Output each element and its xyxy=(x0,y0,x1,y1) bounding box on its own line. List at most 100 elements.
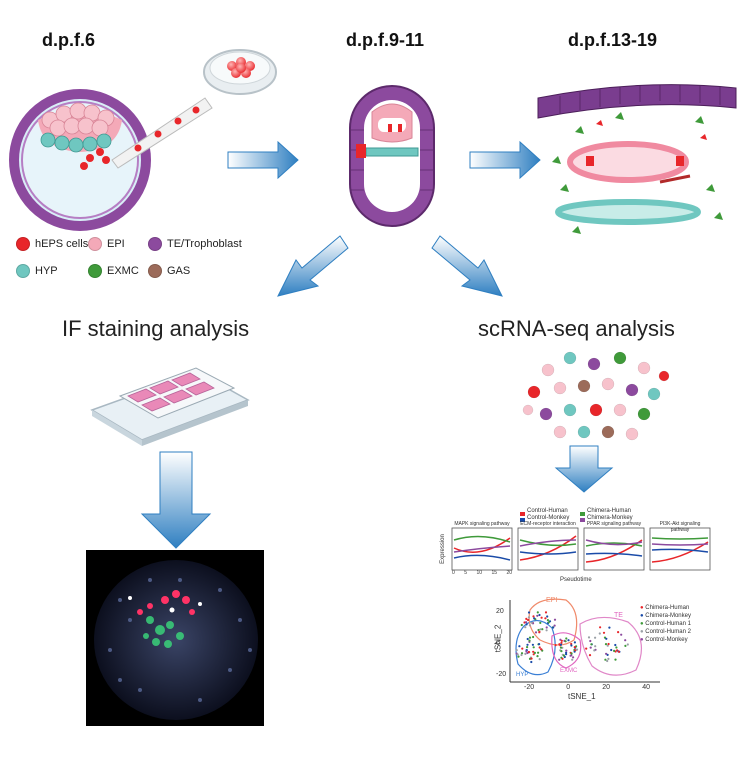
tsne-point xyxy=(530,657,533,660)
legend-label: EPI xyxy=(107,238,125,250)
tsne-legend-label: Chimera-Human xyxy=(645,605,690,611)
arrow-down-if xyxy=(140,451,212,549)
tsne-point xyxy=(602,631,606,634)
tsne-legend-item: ● Control-Monkey xyxy=(640,636,691,644)
tsne-point xyxy=(594,645,597,648)
tsne-point xyxy=(532,650,535,653)
tsne-point xyxy=(539,621,542,625)
tsne-legend-item: ● Control-Human 1 xyxy=(640,620,691,628)
tsne-legend-label: Chimera-Monkey xyxy=(645,613,691,619)
tsne-point xyxy=(538,613,541,617)
tsne-point xyxy=(545,626,548,629)
tsne-point xyxy=(538,658,541,661)
tsne-point xyxy=(569,654,572,657)
tsne-point xyxy=(528,636,532,639)
tsne-point xyxy=(565,653,568,656)
pathway-panel-1 xyxy=(451,527,513,571)
chamber-slide-illustration xyxy=(90,367,250,446)
tsne-point xyxy=(560,641,563,645)
tick-label: 10 xyxy=(476,570,482,576)
tsne-point xyxy=(515,649,518,652)
pathway-legend-item: Chimera-Monkey xyxy=(587,515,633,521)
pathway-plots xyxy=(451,512,711,571)
tsne-point xyxy=(608,626,611,629)
legend-label: TE/Trophoblast xyxy=(167,238,242,250)
tsne-point xyxy=(527,616,531,619)
tick-label: 0 xyxy=(496,639,500,647)
tsne-point xyxy=(599,626,602,629)
control-human-1-dot-icon: ● xyxy=(640,621,644,627)
tsne-point xyxy=(525,617,528,621)
heps-swatch-icon xyxy=(16,237,30,251)
tsne-legend-label: Control-Monkey xyxy=(645,637,688,643)
legend-label: EXMC xyxy=(107,265,139,277)
legend-label: HYP xyxy=(35,265,58,277)
tsne-point xyxy=(536,611,539,614)
arrow-down-right xyxy=(431,235,503,297)
tsne-point xyxy=(614,658,617,661)
tsne-point xyxy=(559,646,563,649)
tsne-point xyxy=(539,628,542,631)
tick-label: 20 xyxy=(496,608,504,615)
tsne-point xyxy=(520,652,524,655)
tsne-point xyxy=(547,621,550,624)
tsne-point xyxy=(606,659,609,663)
if-staining-image xyxy=(86,550,264,726)
tsne-point xyxy=(558,658,561,661)
te-swatch-icon xyxy=(148,237,162,251)
tsne-point xyxy=(588,654,592,657)
gas-swatch-icon xyxy=(148,264,162,278)
pathway-panel-2 xyxy=(517,527,579,571)
tsne-point xyxy=(524,626,527,629)
tick-label: -20 xyxy=(524,684,535,691)
control-human-2-dot-icon: ● xyxy=(640,629,644,635)
tsne-point xyxy=(532,646,535,649)
embryo-dpf9-11-illustration xyxy=(349,85,435,227)
tsne-point xyxy=(605,637,608,640)
cluster-label-epi: EPI xyxy=(546,597,558,604)
tsne-point xyxy=(531,643,535,646)
tsne-point xyxy=(537,651,540,654)
cluster-label-te: TE xyxy=(614,612,623,619)
tsne-point xyxy=(615,646,618,649)
tsne-point xyxy=(546,619,550,622)
pathway-xlabel: Pseudotime xyxy=(560,577,592,583)
cluster-label-exmc: EXMC xyxy=(560,668,578,674)
tsne-point xyxy=(572,656,575,659)
legend-item-heps: hEPS cells xyxy=(16,237,88,251)
tsne-point xyxy=(553,618,557,621)
tsne-point xyxy=(537,628,540,632)
tsne-point xyxy=(560,639,563,642)
tsne-point xyxy=(564,640,567,643)
tsne-point xyxy=(593,649,596,652)
tsne-point xyxy=(540,616,543,619)
pathway-legend-left: Control-Human Control-Monkey xyxy=(527,508,569,522)
tick-label: 5 xyxy=(464,570,467,576)
tsne-point xyxy=(532,615,535,618)
tsne-plot xyxy=(509,598,660,683)
pathway-panel-4 xyxy=(649,527,711,571)
tsne-point xyxy=(589,639,592,643)
blastocyst-illustration xyxy=(9,49,277,231)
tsne-point xyxy=(538,643,541,646)
tsne-point xyxy=(525,650,528,653)
tsne-legend: ● Chimera-Human ● Chimera-Monkey ● Contr… xyxy=(640,604,691,644)
tsne-point xyxy=(561,657,564,660)
tsne-point xyxy=(530,660,533,664)
arrow-down-left xyxy=(277,235,349,297)
tsne-point xyxy=(517,655,520,658)
pathway-panel-title-3: PPAR signaling pathway xyxy=(586,521,642,527)
tsne-points xyxy=(515,611,629,664)
tsne-point xyxy=(624,644,627,648)
tsne-point xyxy=(518,645,521,648)
tsne-point xyxy=(565,637,568,640)
exmc-swatch-icon xyxy=(88,264,102,278)
tsne-point xyxy=(607,657,610,661)
hyp-swatch-icon xyxy=(16,264,30,278)
pathway-panel-title-4: PI3K-Akt signaling pathway xyxy=(659,521,701,533)
tsne-point xyxy=(516,653,519,656)
tsne-point xyxy=(533,651,537,655)
tsne-point xyxy=(573,646,576,649)
stage-title-dpf9-11: d.p.f.9-11 xyxy=(346,30,425,50)
